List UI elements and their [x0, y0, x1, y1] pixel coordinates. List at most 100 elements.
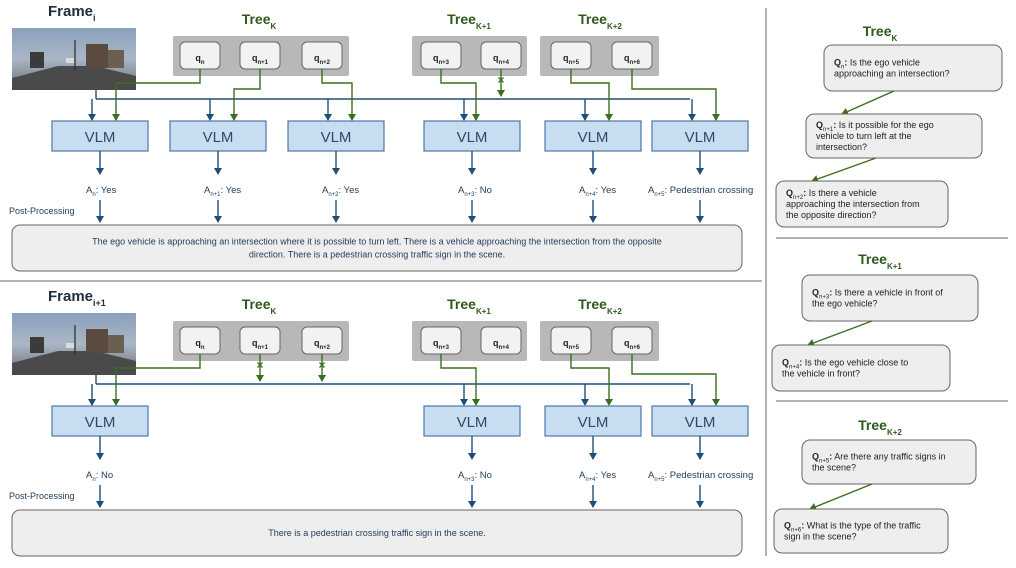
subscript: K+1	[476, 22, 491, 31]
subscript: n+2	[319, 60, 330, 66]
text-span: q	[493, 53, 499, 63]
question-text: Qn: Is the ego vehicle	[834, 58, 920, 71]
question-label: qn+4	[493, 53, 510, 66]
text-span: Is there a vehicle in front of	[832, 288, 943, 298]
text-span: : Yes	[96, 185, 117, 196]
text-span: :	[833, 120, 836, 130]
subscript: n+1	[823, 127, 834, 133]
text-span: A	[204, 185, 211, 196]
text-span: Tree	[242, 296, 271, 312]
question-text: approaching an intersection?	[834, 69, 950, 79]
question-arrow	[570, 354, 613, 406]
tree-label: TreeK	[242, 11, 277, 31]
subscript: n+5	[819, 459, 830, 465]
text-span: q	[195, 53, 201, 63]
vlm-box	[287, 120, 385, 152]
question-label: qn+1	[252, 338, 269, 351]
text-span: q	[624, 53, 630, 63]
text-span: : Yes	[596, 185, 617, 196]
question-text: Qn+6: What is the type of the traffic	[784, 521, 921, 534]
blocked-cross	[498, 77, 504, 83]
question-card	[775, 180, 949, 228]
question-label: qn+1	[252, 53, 269, 66]
text-span: Q	[784, 521, 791, 531]
question-label: qn	[195, 338, 205, 351]
text-span: : No	[475, 470, 492, 481]
post-processing-label: Post-Processing	[9, 206, 75, 216]
subscript: n	[92, 477, 95, 483]
subscript: n	[92, 192, 95, 198]
photo-road	[12, 66, 136, 90]
text-span: A	[648, 185, 655, 196]
answer-label: An+2: Yes	[322, 185, 359, 198]
text-span: q	[252, 53, 258, 63]
text-span: Is the ego vehicle close to	[802, 358, 908, 368]
subscript: n+3	[438, 60, 449, 66]
text-span: Tree	[447, 296, 476, 312]
text-span: : Pedestrian crossing	[665, 470, 754, 481]
question-text: Qn+5: Are there any traffic signs in	[812, 452, 946, 465]
question-text: approaching the intersection from	[786, 199, 920, 209]
summary-text: There is a pedestrian crossing traffic s…	[268, 528, 485, 538]
photo-tree	[30, 52, 44, 68]
text-span: the opposite direction?	[786, 210, 877, 220]
subscript: n+3	[438, 345, 449, 351]
subscript: n+2	[328, 192, 339, 198]
vlm-box	[651, 405, 749, 437]
blocked-cross	[257, 362, 263, 368]
text-span: Is the ego vehicle	[847, 58, 920, 68]
text-span: : Yes	[339, 185, 360, 196]
photo-building	[86, 44, 108, 68]
subscript: n+5	[654, 192, 665, 198]
question-label: qn+6	[624, 338, 641, 351]
question-text: vehicle to turn left at the	[816, 131, 912, 141]
text-span: the ego vehicle?	[812, 299, 878, 309]
text-span: : No	[475, 185, 492, 196]
text-span: : Pedestrian crossing	[665, 185, 754, 196]
vlm-box	[51, 405, 149, 437]
subscript: n+3	[464, 477, 475, 483]
question-arrow	[570, 69, 613, 121]
subscript: K+2	[887, 428, 902, 437]
text-span: vehicle to turn left at the	[816, 131, 912, 141]
tree-label: TreeK	[863, 23, 898, 43]
question-arrow	[631, 69, 720, 121]
vlm-label: VLM	[578, 414, 609, 431]
text-span: : No	[96, 470, 113, 481]
vlm-label: VLM	[457, 414, 488, 431]
question-arrow	[440, 354, 480, 406]
text-span: the vehicle in front?	[782, 369, 860, 379]
answer-label: An+5: Pedestrian crossing	[648, 185, 753, 198]
vlm-label: VLM	[85, 414, 116, 431]
frame-title: Framei+1	[48, 288, 106, 308]
question-text: Qn+1: Is it possible for the ego	[816, 120, 934, 133]
text-span: Post-Processing	[9, 206, 75, 216]
tree-label: TreeK+1	[447, 296, 491, 316]
question-arrow	[321, 69, 356, 121]
vlm-label: VLM	[457, 129, 488, 146]
question-label: qn+2	[314, 338, 331, 351]
subscript: n+2	[319, 345, 330, 351]
question-text: the scene?	[812, 463, 856, 473]
vlm-box	[423, 120, 521, 152]
subscript: K	[271, 307, 277, 316]
question-arrow	[841, 90, 895, 116]
vlm-label: VLM	[203, 129, 234, 146]
text-span: Tree	[858, 417, 887, 433]
answer-label: An+1: Yes	[204, 185, 241, 198]
text-span: q	[624, 338, 630, 348]
subscript: n+3	[819, 295, 830, 301]
text-span: q	[314, 53, 320, 63]
question-label: qn	[195, 53, 205, 66]
subscript: n+2	[793, 195, 804, 201]
text-span: intersection?	[816, 142, 867, 152]
text-span: direction. There is a pedestrian crossin…	[249, 250, 505, 260]
subscript: n+1	[257, 345, 268, 351]
answer-label: An+4: Yes	[579, 470, 616, 483]
subscript: n+1	[210, 192, 221, 198]
text-span: q	[433, 338, 439, 348]
text-span: q	[433, 53, 439, 63]
subscript: n+3	[464, 192, 475, 198]
subscript: n+4	[585, 477, 596, 483]
text-span: q	[252, 338, 258, 348]
